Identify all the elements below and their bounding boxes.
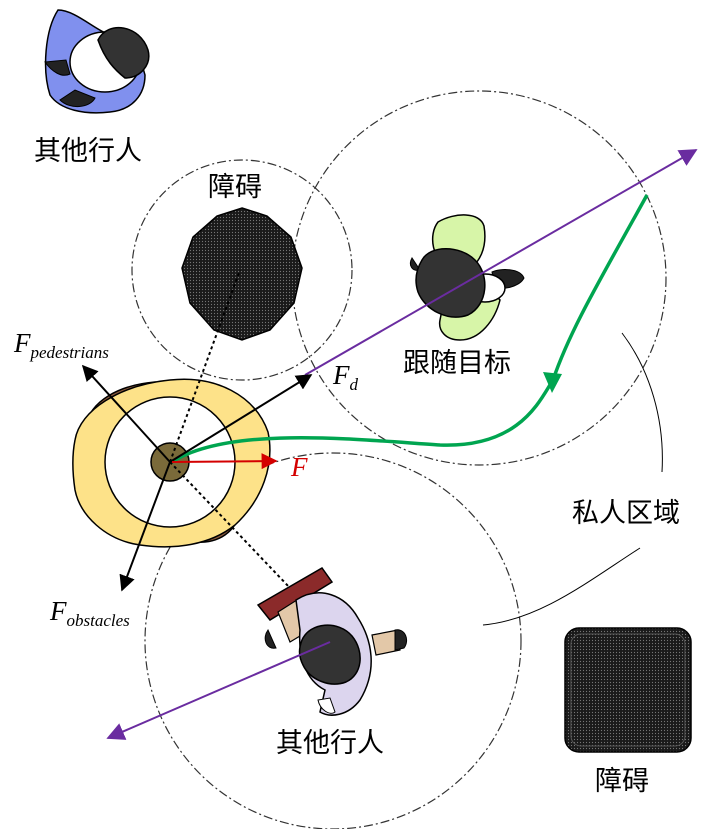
follow-target-pedestrian <box>409 214 525 341</box>
force-total-arrow <box>171 453 278 470</box>
planned-path-tail <box>551 194 649 381</box>
pedestrian-bottom <box>256 567 408 716</box>
force-obstacles-arrow <box>119 461 171 592</box>
pedestrian-zone-circle <box>144 452 522 829</box>
label-force-obstacles: Fobstacles <box>49 596 130 630</box>
zone-callouts <box>482 332 663 626</box>
label-force-pedestrians: Fpedestrians <box>13 328 109 362</box>
label-force-desired: Fd <box>332 360 359 394</box>
callout-line-lower <box>482 547 641 626</box>
dotted-link-obstacle <box>169 269 241 463</box>
label-obstacle-bottom: 障碍 <box>595 766 649 797</box>
planned-path-arrowhead <box>543 372 562 393</box>
carried-board <box>256 567 334 621</box>
obstacle-octagon <box>181 207 303 341</box>
target-trajectory-arrow <box>304 149 698 376</box>
target-zone-circle <box>291 90 667 466</box>
force-desired-arrow <box>169 374 313 463</box>
obstacle-square <box>564 627 692 753</box>
label-other-pedestrian-bottom: 其他行人 <box>276 728 384 759</box>
callout-line-upper <box>621 332 663 473</box>
planned-path <box>171 379 555 464</box>
pedestrian-trajectory-arrow <box>106 641 331 740</box>
label-other-pedestrian-top: 其他行人 <box>34 136 142 167</box>
pedestrian-top-left <box>44 9 150 114</box>
private-zones <box>131 90 667 829</box>
label-force-total: F <box>290 452 308 482</box>
label-follow-target: 跟随目标 <box>403 348 511 379</box>
obstacle-zone-circle <box>131 159 353 381</box>
label-obstacle-top: 障碍 <box>208 172 262 203</box>
force-pedestrians-arrow <box>81 364 171 463</box>
label-private-zone: 私人区域 <box>572 498 680 529</box>
